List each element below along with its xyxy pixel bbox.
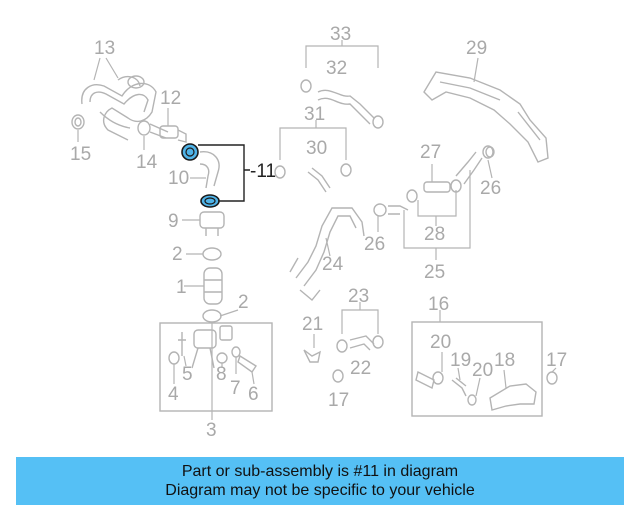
part-10-hose [199, 151, 220, 189]
part-30-hose [274, 163, 352, 193]
label-2-lower: 2 [238, 292, 249, 313]
part-info-banner: Part or sub-assembly is #11 in diagram D… [16, 457, 624, 505]
label-9: 9 [168, 211, 179, 232]
label-25: 25 [424, 262, 445, 283]
label-23: 23 [348, 286, 369, 307]
part-17-clamp-middle [332, 369, 344, 383]
part-16-assembly-box [411, 321, 543, 417]
label-14: 14 [136, 152, 158, 173]
part-16-components [415, 352, 537, 411]
label-28: 28 [424, 224, 445, 245]
label-18: 18 [494, 350, 515, 371]
part-3-assembly-box [159, 322, 273, 412]
label-32: 32 [326, 58, 347, 79]
part-28-bracket [403, 170, 471, 260]
label-13: 13 [94, 38, 115, 59]
label-8: 8 [216, 364, 227, 385]
part-32-hose [300, 79, 384, 129]
label-2-upper: 2 [172, 244, 183, 265]
part-15-clamp [71, 114, 85, 130]
label-3: 3 [206, 420, 217, 441]
label-26-middle: 26 [364, 234, 385, 255]
part-2-clamp-lower [202, 309, 222, 323]
banner-line-2: Diagram may not be specific to your vehi… [165, 482, 475, 499]
part-33-bracket [305, 40, 379, 68]
label-10: 10 [168, 168, 189, 189]
label-20-left: 20 [430, 332, 451, 353]
part-11-leader [198, 144, 250, 202]
label-11-dash: - [250, 161, 256, 182]
label-17-middle: 17 [328, 390, 349, 411]
part-29-pipe [423, 57, 549, 163]
part-12-connector [159, 125, 187, 143]
part-11-clamp-upper [181, 143, 199, 161]
part-9-fitting [199, 211, 225, 236]
label-11: 11 [256, 161, 276, 182]
label-12: 12 [160, 88, 181, 109]
part-17-clamp-right [546, 367, 558, 385]
part-23-bracket [341, 302, 379, 334]
label-21: 21 [302, 314, 323, 335]
label-16: 16 [428, 294, 449, 315]
label-29: 29 [466, 38, 487, 59]
label-15: 15 [70, 144, 91, 165]
label-33: 33 [330, 24, 351, 45]
label-19: 19 [450, 350, 471, 371]
part-26-clamp-right [485, 146, 495, 158]
label-5: 5 [182, 364, 193, 385]
parts-diagram: 13 12 15 14 10 -11 9 2 1 2 5 8 4 7 6 3 3… [70, 24, 567, 441]
label-7: 7 [230, 378, 241, 399]
part-27-fitting [423, 164, 451, 193]
banner-line-1: Part or sub-assembly is #11 in diagram [181, 463, 459, 480]
label-30: 30 [306, 138, 327, 159]
label-4: 4 [168, 384, 179, 405]
label-17-right: 17 [546, 350, 567, 371]
part-2-clamp-upper [202, 247, 222, 261]
label-24: 24 [322, 254, 344, 275]
part-24-hose [289, 203, 409, 301]
part-14-hose [137, 120, 169, 139]
part-28-hose [406, 145, 494, 203]
label-22: 22 [350, 358, 371, 379]
label-6: 6 [248, 384, 259, 405]
label-27: 27 [420, 142, 441, 163]
part-22-hose [336, 335, 384, 353]
label-26-right: 26 [480, 178, 501, 199]
part-11-clamp-lower [200, 194, 220, 208]
part-13-hose-assembly [81, 75, 157, 141]
part-1-hose [203, 267, 223, 305]
label-11-highlighted: -11 [250, 161, 276, 182]
part-31-bracket [279, 120, 347, 160]
part-21-valve [303, 334, 321, 363]
label-1: 1 [176, 277, 187, 298]
label-31: 31 [304, 104, 325, 125]
label-20-right: 20 [472, 360, 493, 381]
